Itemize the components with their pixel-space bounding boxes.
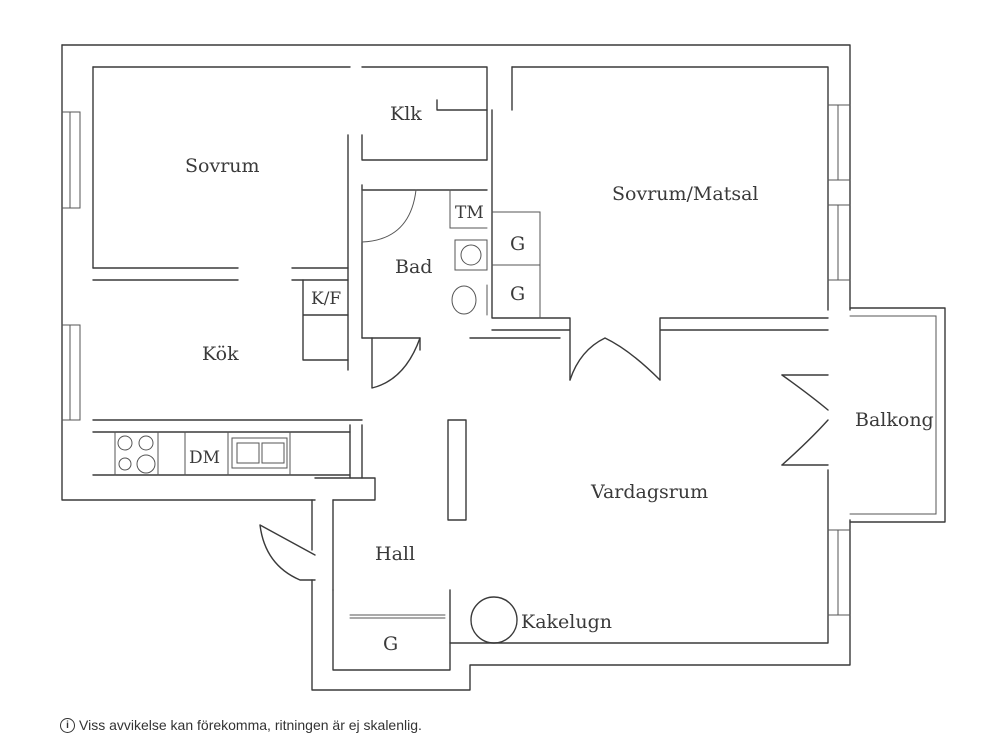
room-label-klk: Klk xyxy=(390,103,422,125)
room-label-dm: DM xyxy=(189,448,220,468)
disclaimer-text: Viss avvikelse kan förekomma, ritningen … xyxy=(79,717,422,733)
info-icon: i xyxy=(60,717,75,733)
disclaimer-note: i Viss avvikelse kan förekomma, ritninge… xyxy=(60,717,422,733)
room-label-sovrum-matsal: Sovrum/Matsal xyxy=(612,183,759,205)
outer-walls xyxy=(61,44,946,691)
room-label-g-2: G xyxy=(510,283,525,305)
room-label-g-3: G xyxy=(383,633,398,655)
interior-walls xyxy=(92,66,829,644)
room-label-sovrum: Sovrum xyxy=(185,155,260,177)
room-label-g-1: G xyxy=(510,233,525,255)
room-label-kok: Kök xyxy=(202,343,239,365)
room-label-vardagsrum: Vardagsrum xyxy=(590,481,708,503)
room-label-kf: K/F xyxy=(311,289,341,309)
room-label-hall: Hall xyxy=(375,543,415,565)
room-label-balkong: Balkong xyxy=(855,409,934,431)
room-label-kakelugn: Kakelugn xyxy=(521,611,612,633)
room-label-bad: Bad xyxy=(395,256,432,278)
room-label-tm: TM xyxy=(455,203,484,223)
